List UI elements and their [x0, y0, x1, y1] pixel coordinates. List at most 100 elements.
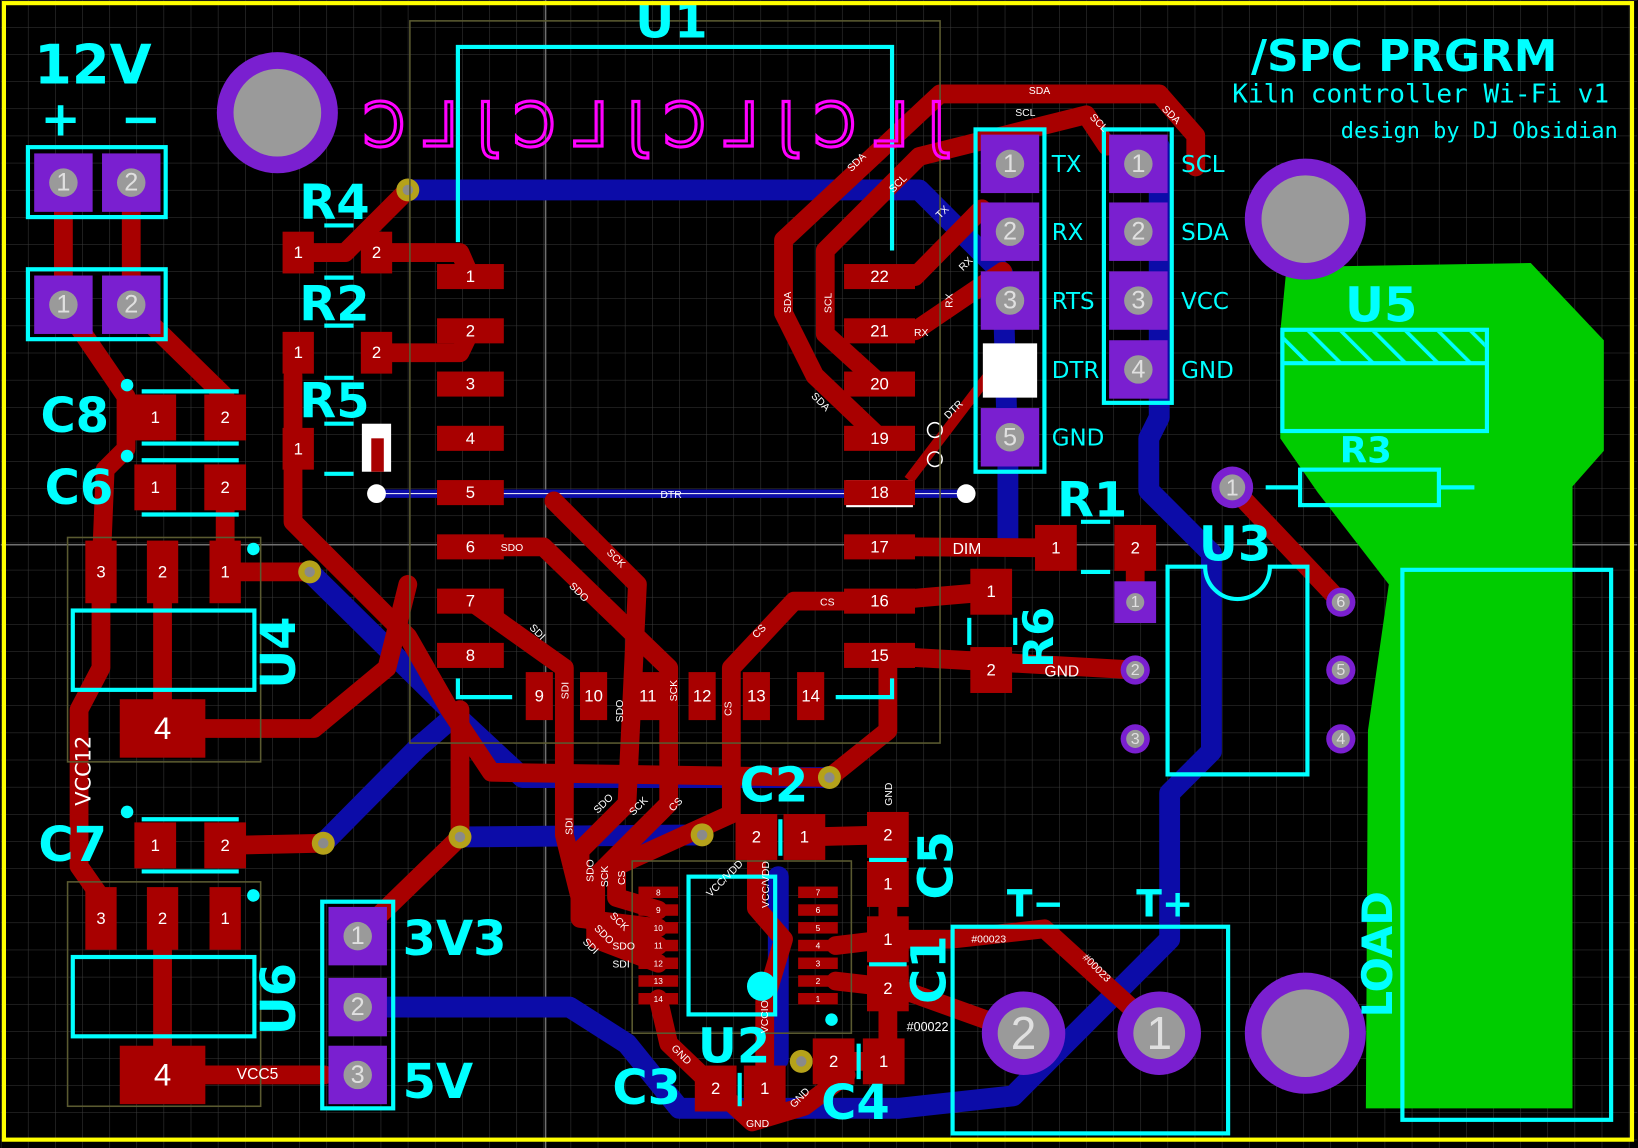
c5-pad-1-number: 1 — [883, 874, 892, 893]
u6-pin-2[interactable] — [146, 887, 179, 950]
load-copper-pour[interactable] — [1280, 262, 1604, 1109]
c1-pad-1[interactable] — [867, 916, 909, 963]
u1-pin-9[interactable] — [525, 672, 553, 721]
u1-pin-15[interactable] — [844, 642, 916, 668]
u2-pin-1[interactable] — [798, 993, 838, 1005]
u2-courtyard — [631, 860, 853, 1034]
u4-pin-2[interactable] — [146, 540, 179, 604]
u4-pin-1[interactable] — [209, 540, 241, 604]
c6-pad-2[interactable] — [204, 464, 247, 511]
u1-pin-4[interactable] — [437, 425, 504, 451]
i2c-label-scl: SCL — [1181, 152, 1225, 178]
c5-pad-2[interactable] — [867, 811, 909, 858]
r2-pad-1[interactable] — [282, 331, 314, 374]
u2-pin-14[interactable] — [638, 993, 679, 1005]
net-label-sdo: SDO — [501, 543, 524, 554]
c7-pad-2[interactable] — [204, 822, 247, 869]
c8-pad-2-number: 2 — [221, 408, 230, 427]
c2-pad-2[interactable] — [735, 814, 778, 860]
r2-pad-2[interactable] — [360, 331, 393, 374]
c6-pad-1[interactable] — [134, 464, 177, 511]
c2-pad-1[interactable] — [783, 814, 826, 860]
u1-pin-5[interactable] — [437, 480, 504, 506]
u1-pin-17-number: 17 — [870, 537, 889, 556]
r4-pad-1[interactable] — [282, 231, 314, 274]
c3-pad-1-number: 1 — [760, 1079, 769, 1098]
u1-pin-12[interactable] — [688, 672, 716, 721]
power-select-pin-3-drill — [343, 1060, 372, 1090]
power-connector-b-outline — [25, 267, 168, 342]
u1-pin-21[interactable] — [844, 318, 916, 344]
power-select-pin-1-drill — [343, 921, 372, 951]
c1-pad-2-number: 2 — [883, 979, 892, 998]
u6-pin-3-number: 3 — [96, 909, 105, 928]
c4-pad-2[interactable] — [812, 1038, 855, 1085]
u1-pin-7[interactable] — [437, 588, 504, 614]
u6-pin-2-number: 2 — [158, 909, 167, 928]
c5-pad-1[interactable] — [867, 861, 909, 907]
u1-pin-4-number: 4 — [466, 429, 475, 448]
net-label-vcc5: VCC5 — [237, 1066, 279, 1083]
r6-pad-1[interactable] — [970, 568, 1013, 615]
u1-pin-11[interactable] — [634, 672, 662, 721]
u2-pin-6[interactable] — [798, 904, 838, 916]
u2-pin-3[interactable] — [798, 957, 838, 970]
u4-pin-1-number: 1 — [221, 562, 230, 581]
r1-pad-2[interactable] — [1114, 524, 1157, 571]
u1-pin-20[interactable] — [844, 371, 916, 397]
u4-tab-pin-4[interactable] — [119, 699, 206, 758]
thermocouple-pin-2-number: 2 — [1011, 1007, 1037, 1059]
u1-pin-6[interactable] — [437, 534, 504, 560]
u1-pin-16[interactable] — [844, 588, 916, 614]
u2-pin-4[interactable] — [798, 939, 838, 952]
c8-pad-1[interactable] — [134, 394, 177, 441]
r4-pad-2[interactable] — [360, 231, 393, 274]
power-a-pin-2-number: 2 — [124, 169, 138, 197]
u5-outline — [1280, 327, 1490, 434]
u2-pin-10[interactable] — [638, 922, 679, 934]
u1-pin-1[interactable] — [437, 264, 504, 290]
u3-pin-1-number: 1 — [1131, 593, 1140, 611]
net-label-sck: SCK — [669, 680, 680, 701]
u1-pin-3[interactable] — [437, 371, 504, 397]
u1-pin-10[interactable] — [580, 672, 608, 721]
u1-pin-17[interactable] — [844, 534, 916, 560]
u6-tab-pin-4[interactable] — [119, 1045, 206, 1105]
u1-pin-8[interactable] — [437, 642, 504, 668]
u6-pin-1[interactable] — [209, 887, 241, 950]
u2-pin-8[interactable] — [638, 886, 679, 899]
r5-pad-1[interactable] — [282, 427, 314, 470]
u1-pin-18[interactable] — [844, 480, 916, 506]
r1-pad-1[interactable] — [1035, 524, 1077, 571]
u1-pin-22[interactable] — [844, 264, 916, 290]
c1-pad-2[interactable] — [867, 965, 909, 1012]
u2-pin-11[interactable] — [638, 939, 679, 952]
net-label-gnd: GND — [884, 782, 895, 806]
u4-pin-3[interactable] — [85, 540, 117, 604]
u2-pin-12[interactable] — [638, 957, 679, 970]
u2-pin-9[interactable] — [638, 904, 679, 916]
u2-pin-5[interactable] — [798, 922, 838, 934]
u2-pin-2[interactable] — [798, 975, 838, 987]
c4-pad-1[interactable] — [862, 1038, 905, 1085]
u2-pin-13[interactable] — [638, 975, 679, 987]
c7-pad-1[interactable] — [134, 822, 177, 869]
u2-pin-7[interactable] — [798, 886, 838, 899]
u2-pin-11-number: 11 — [654, 941, 663, 951]
u1-pin-13[interactable] — [742, 672, 770, 721]
c3-pad-2[interactable] — [694, 1065, 737, 1112]
u6-pin-3[interactable] — [85, 887, 117, 950]
u1-pin-14[interactable] — [797, 672, 825, 721]
c2-pad-2-number: 2 — [752, 827, 761, 846]
serial-pin-2-number: 2 — [1003, 218, 1017, 246]
u1-pin-2[interactable] — [437, 318, 504, 344]
via-drill — [454, 831, 466, 843]
c3-pad-1[interactable] — [743, 1065, 786, 1112]
serial-pin-4-selected[interactable] — [982, 343, 1038, 398]
c8-pad-2[interactable] — [204, 394, 247, 441]
r6-pad-2[interactable] — [970, 647, 1013, 693]
u1-pin-19[interactable] — [844, 425, 916, 451]
